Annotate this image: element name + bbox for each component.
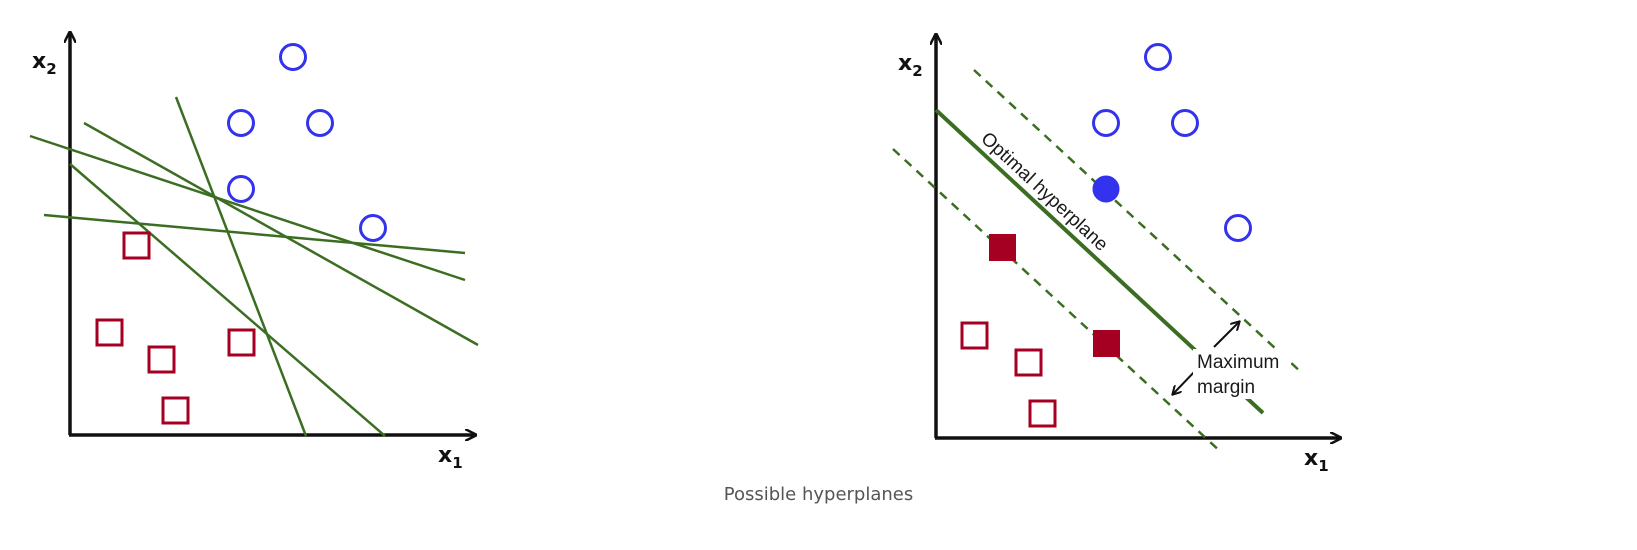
left-x-axis-label: x1 [438,443,463,472]
square-point [95,318,124,347]
candidate-hyperplanes [29,96,479,437]
candidate-line-4 [69,163,386,437]
candidate-line-5 [174,96,308,437]
left-panel: x2 x1 [29,33,479,472]
right-panel: x2 x1 Optimal hyperplane Maximum margin [892,35,1340,475]
candidate-line-1 [29,134,466,282]
square-point [122,231,151,260]
candidate-line-2 [83,121,479,347]
upper-margin-boundary [973,69,1303,374]
left-y-axis-label: x2 [32,49,57,78]
circle-point [1144,43,1172,71]
square-point [227,328,256,357]
square-point [1014,348,1043,377]
right-y-axis-label: x2 [898,51,923,80]
support-vector-square [1093,330,1120,357]
margin-label-line2: margin [1197,377,1255,398]
support-vector-circle [1092,175,1120,203]
square-point [147,345,176,374]
circle-point [1092,109,1120,137]
circle-point [227,109,255,137]
right-class-circles [1092,43,1252,242]
square-point [1028,399,1057,428]
square-point [960,321,989,350]
circle-point [306,109,334,137]
left-class-circles [227,43,387,242]
circle-point [227,175,255,203]
right-x-axis-label: x1 [1304,446,1329,475]
circle-point [1224,214,1252,242]
margin-label-line1: Maximum [1197,352,1279,373]
circle-point [279,43,307,71]
candidate-line-3 [43,213,466,255]
left-class-squares [95,231,256,425]
right-class-squares [960,321,1057,428]
margin-label-backdrop [1193,349,1291,399]
square-point [161,396,190,425]
circle-point [1171,109,1199,137]
circle-point [359,214,387,242]
support-vector-square [989,234,1016,261]
lower-margin-boundary [892,148,1223,454]
figure-caption: Possible hyperplanes [723,484,914,505]
margin-arrow-upper [1213,322,1239,348]
